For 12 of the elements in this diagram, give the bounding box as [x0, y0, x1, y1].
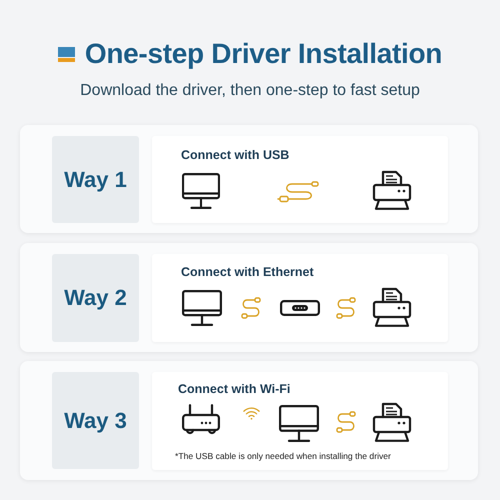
panel-heading: Connect with USB	[181, 148, 290, 162]
connection-panel	[152, 136, 448, 223]
step-label: Way 1	[64, 166, 127, 192]
footnote: *The USB cable is only needed when installing the driver	[175, 451, 391, 461]
subtitle: Download the driver, then one-step to fast setup	[80, 82, 420, 99]
page-title: One-step Driver Installation	[84, 38, 442, 69]
connection-panel	[152, 254, 448, 342]
panel-heading: Connect with Wi-Fi	[178, 382, 290, 396]
connection-panel	[152, 372, 448, 470]
step-label: Way 2	[64, 285, 127, 311]
step-label: Way 3	[64, 408, 127, 434]
panel-heading: Connect with Ethernet	[181, 265, 314, 279]
